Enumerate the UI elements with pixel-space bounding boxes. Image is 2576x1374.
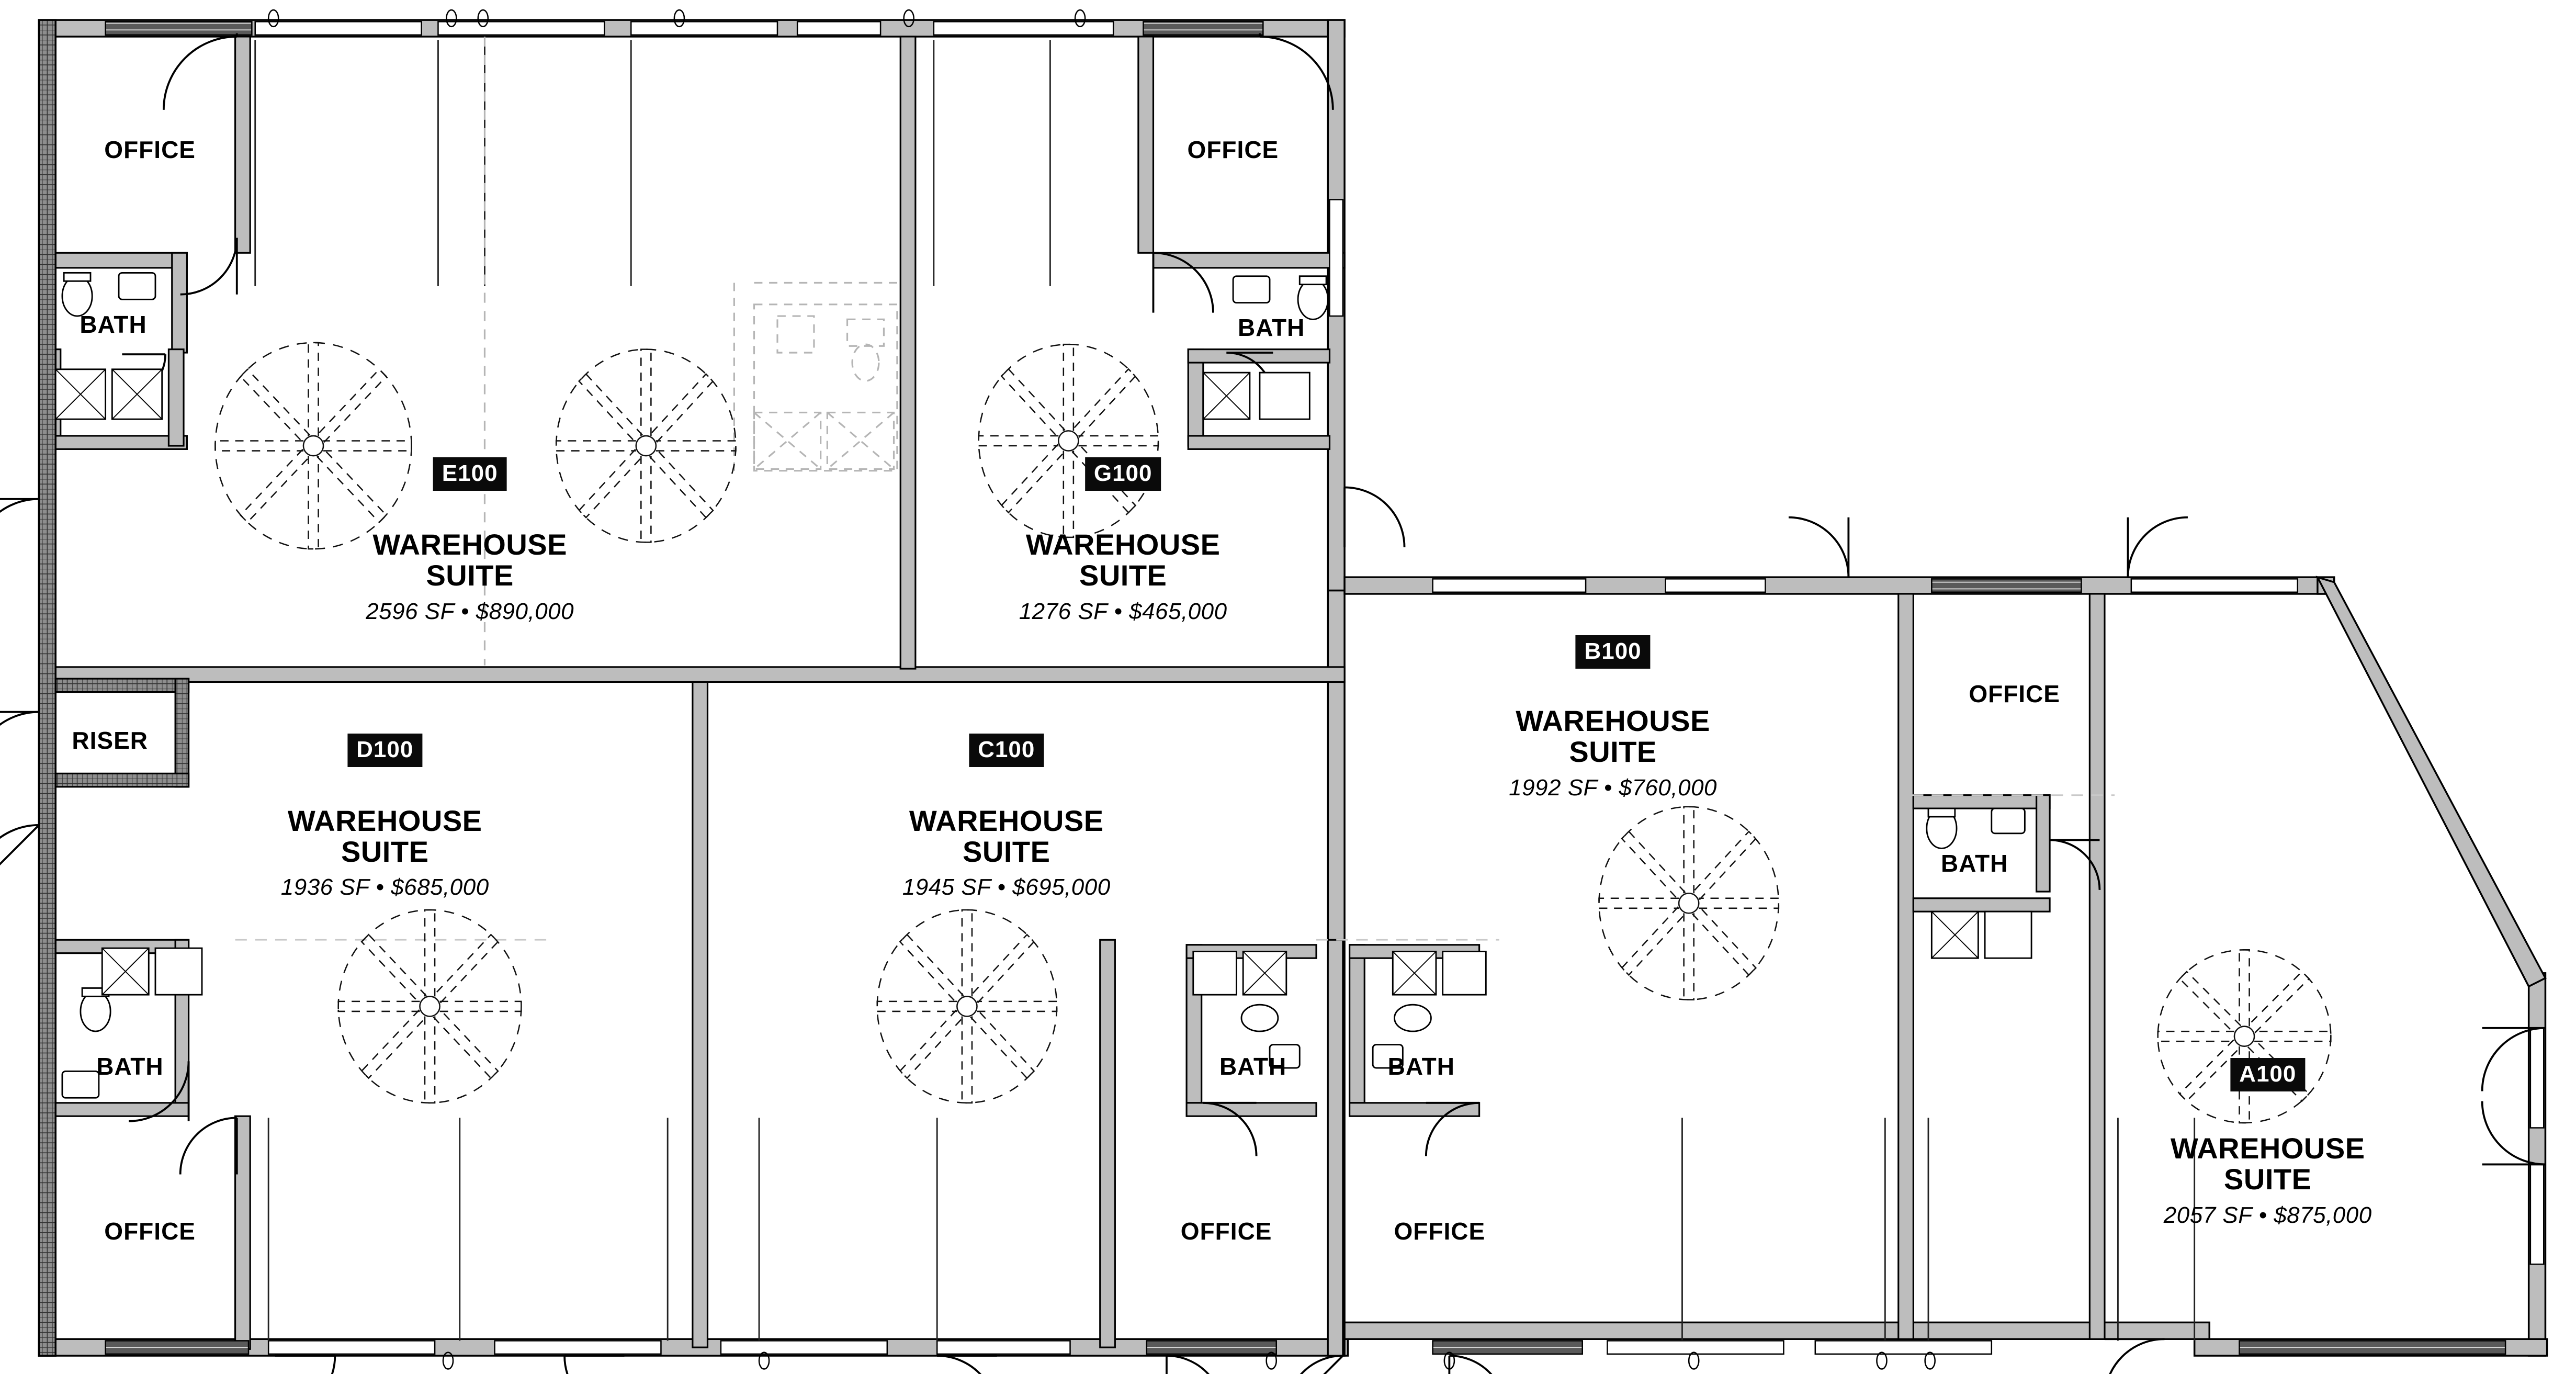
ghost-centerlines: [235, 794, 2115, 941]
plumbing-fixtures: [54, 272, 2032, 1099]
ceiling-fan-icon: [214, 342, 412, 550]
suite-badge-a100[interactable]: A100: [2230, 1057, 2306, 1091]
suite-type-line2: SUITE: [341, 835, 429, 869]
cmu-wall-hatch: [38, 19, 57, 1357]
suite-type-line2: SUITE: [2224, 1163, 2312, 1196]
suite-type-line2: SUITE: [426, 559, 514, 592]
suite-type-line1: WAREHOUSE: [1025, 527, 1221, 561]
suite-type-line2: SUITE: [1079, 559, 1167, 592]
overhead-door-marks: [254, 40, 2196, 1341]
toilet-icon: [61, 275, 93, 317]
suite-area-price: 1992 SF • $760,000: [1509, 774, 1718, 801]
interior-partitions: [44, 36, 2106, 1357]
ceiling-fan-symbols: [214, 342, 2332, 1124]
tub-icon: [1259, 371, 1310, 420]
suite-type-line1: WAREHOUSE: [287, 804, 482, 837]
tub-icon: [1984, 910, 2032, 959]
suite-badge-d100[interactable]: D100: [347, 733, 423, 767]
suite-badge-g100[interactable]: G100: [1084, 457, 1161, 491]
suite-badge-c100[interactable]: C100: [969, 733, 1044, 767]
suite-type-line2: SUITE: [963, 835, 1050, 869]
toilet-icon: [1240, 1004, 1279, 1032]
suite-area-price: 2057 SF • $875,000: [2163, 1202, 2372, 1228]
sink-icon: [1372, 1044, 1404, 1069]
suite-type-line1: WAREHOUSE: [2170, 1132, 2365, 1165]
suite-area-price: 1276 SF • $465,000: [1019, 598, 1227, 624]
suite-type-line1: WAREHOUSE: [1516, 704, 1710, 737]
toilet-icon: [80, 990, 111, 1032]
ceiling-fan-icon: [978, 343, 1159, 538]
suite-badge-e100[interactable]: E100: [433, 457, 507, 491]
suite-area-price: 2596 SF • $890,000: [366, 598, 574, 624]
toilet-icon: [1394, 1004, 1432, 1032]
suite-badge-b100[interactable]: B100: [1575, 635, 1651, 669]
ceiling-fan-icon: [337, 909, 522, 1104]
door-swings: [0, 33, 2546, 1374]
sink-icon: [118, 272, 156, 300]
ceiling-fan-icon: [876, 909, 1058, 1104]
sink-icon: [61, 1070, 100, 1099]
tub-icon: [1192, 951, 1237, 996]
toilet-icon: [1297, 278, 1329, 320]
sink-icon: [1232, 275, 1271, 304]
ceiling-fan-icon: [555, 348, 737, 543]
tub-icon: [1442, 951, 1487, 996]
sink-icon: [1991, 807, 2026, 835]
suite-type-line1: WAREHOUSE: [909, 804, 1104, 837]
suite-type-line2: SUITE: [1569, 735, 1657, 769]
ceiling-fan-icon: [1598, 806, 1780, 1000]
suite-type-line1: WAREHOUSE: [372, 527, 567, 561]
ghost-future-layout: [483, 36, 898, 666]
ceiling-fan-icon: [2157, 949, 2332, 1124]
exterior-opening-markers: [267, 9, 1936, 1370]
storefront-glazing: [105, 21, 2545, 1355]
suite-area-price: 1936 SF • $685,000: [280, 874, 489, 900]
suite-area-price: 1945 SF • $695,000: [902, 874, 1111, 900]
tub-icon: [154, 947, 203, 996]
sink-icon: [1269, 1044, 1301, 1069]
